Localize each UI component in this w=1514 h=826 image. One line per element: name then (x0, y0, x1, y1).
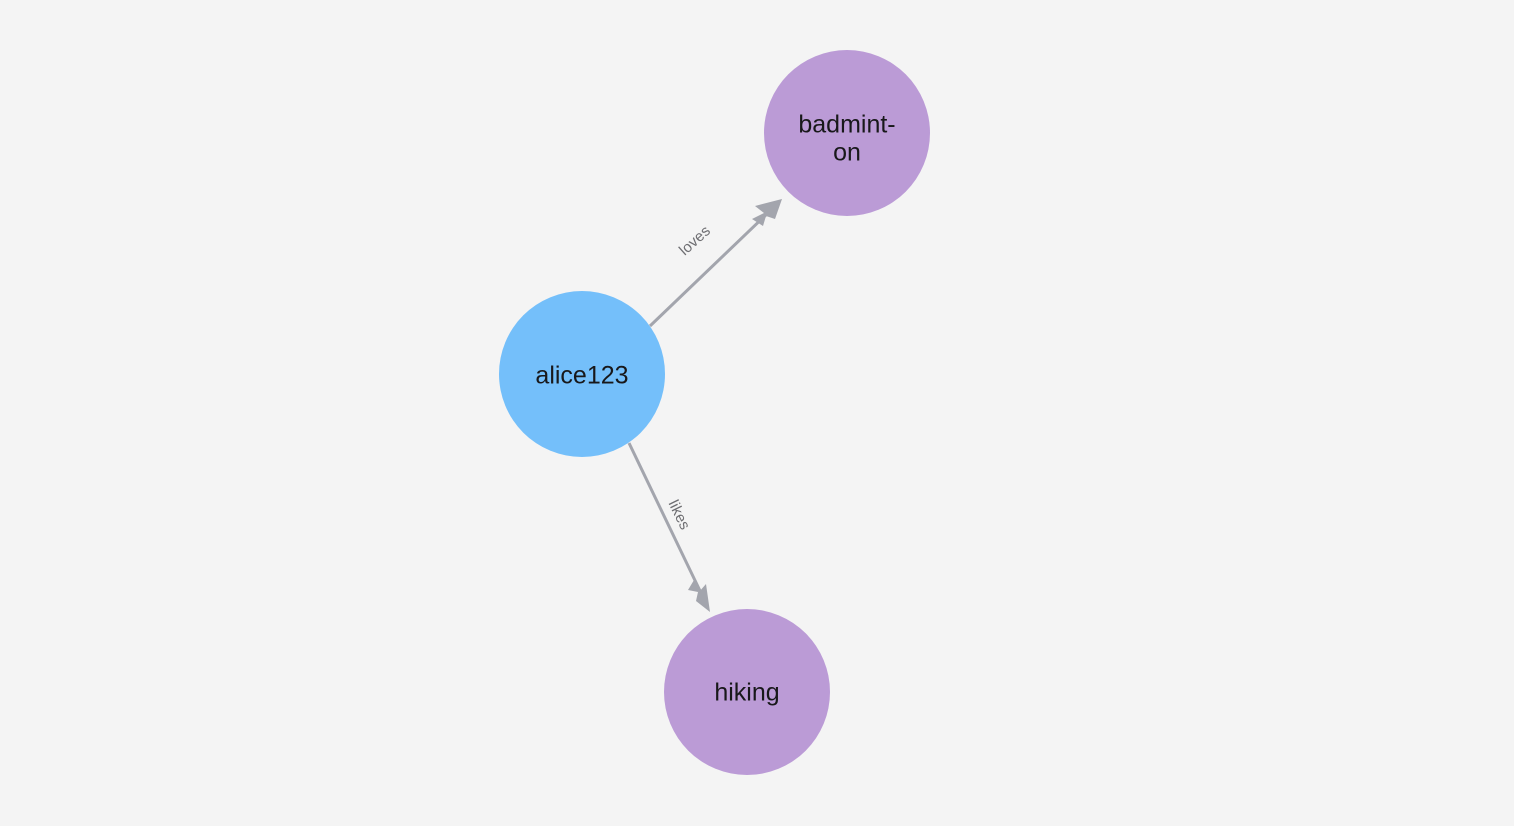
graph-node-hiking[interactable]: hiking (664, 609, 830, 775)
graph-edge-loves[interactable]: loves (648, 199, 782, 328)
node-circle-badminton[interactable] (764, 50, 930, 216)
graph-node-badminton[interactable]: badmint- on (764, 50, 930, 216)
node-circle-hiking[interactable] (664, 609, 830, 775)
graph-edge-likes[interactable]: likes (627, 442, 710, 612)
edge-label-loves: loves (676, 222, 714, 259)
edge-line-loves (648, 209, 772, 328)
edge-line-likes (627, 442, 704, 596)
edge-arrowhead-likes (688, 580, 710, 612)
graph-node-alice123[interactable]: alice123 (499, 291, 665, 457)
edge-arrowhead-loves (752, 199, 782, 226)
node-circle-alice123[interactable] (499, 291, 665, 457)
